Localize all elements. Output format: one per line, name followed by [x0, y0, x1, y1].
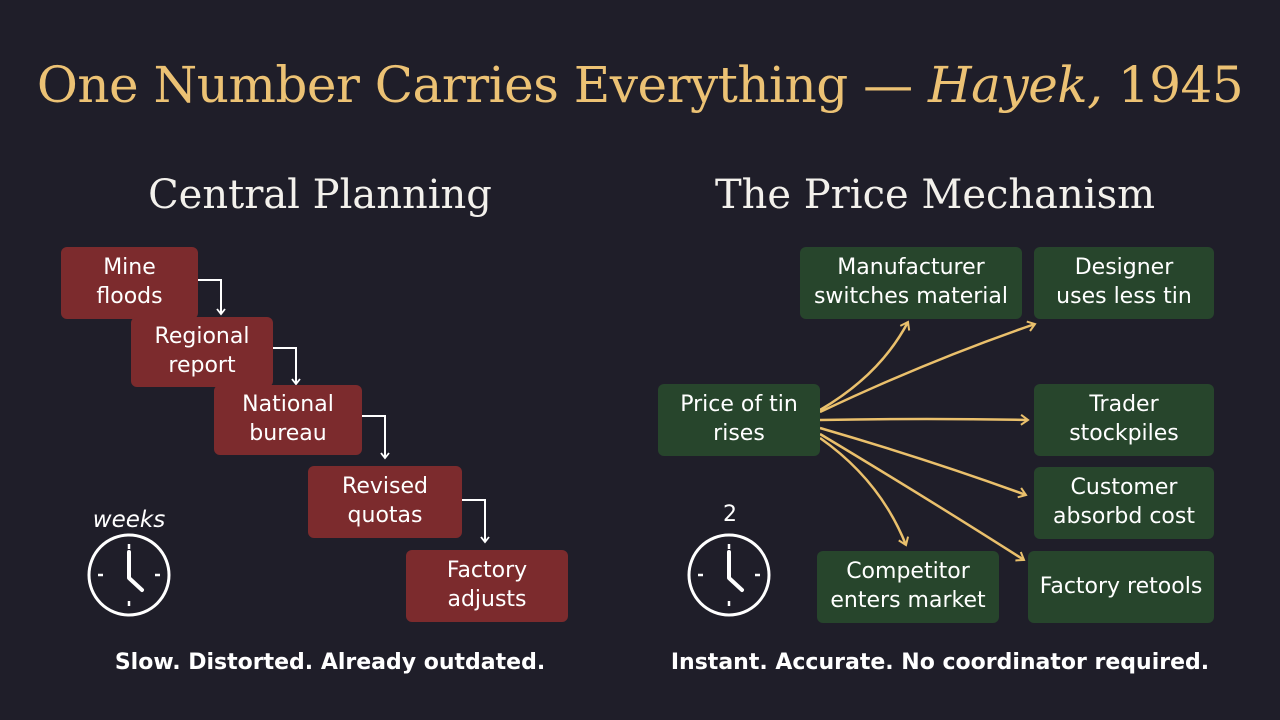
step-national-bureau: National bureau: [214, 385, 362, 455]
price-arrow-manufacturer: [819, 320, 911, 412]
step-mine-floods: Mine floods: [61, 247, 198, 319]
weeks-label: weeks: [92, 507, 166, 533]
price-source-box: Price of tin rises: [658, 384, 820, 456]
price-arrow-factory: [819, 432, 1026, 562]
step-factory-adjusts: Factory adjusts: [406, 550, 568, 622]
step-revised-quotas: Revised quotas: [308, 466, 462, 538]
effect-trader: Trader stockpiles: [1034, 384, 1214, 456]
chain-connector-4: [462, 499, 490, 544]
chain-connector-2: [273, 347, 301, 386]
effect-customer: Customer absorbd cost: [1034, 467, 1214, 539]
price-mechanism-heading: The Price Mechanism: [714, 172, 1156, 218]
central-planning-heading: Central Planning: [148, 172, 492, 218]
price-arrow-trader: [819, 414, 1030, 426]
title-year: 1945: [1102, 56, 1244, 114]
chain-connector-3: [362, 415, 390, 460]
effect-designer: Designer uses less tin: [1034, 247, 1214, 319]
title-author: Hayek,: [928, 56, 1103, 114]
clock-icon-left: [87, 533, 171, 617]
page-title: One Number Carries Everything — Hayek, 1…: [0, 56, 1280, 114]
effect-manufacturer: Manufacturer switches material: [800, 247, 1022, 319]
price-arrow-designer: [819, 320, 1037, 414]
title-main: One Number Carries Everything —: [36, 56, 929, 114]
effect-factory-retools: Factory retools: [1028, 551, 1214, 623]
effect-competitor: Competitor enters market: [817, 551, 999, 623]
clock-right-label: 2: [723, 502, 737, 527]
chain-connector-1: [198, 279, 226, 316]
price-caption: Instant. Accurate. No coordinator requir…: [670, 650, 1210, 675]
price-arrow-competitor: [819, 436, 910, 547]
clock-icon-right: [687, 533, 771, 617]
price-arrow-customer: [819, 426, 1028, 499]
step-regional-report: Regional report: [131, 317, 273, 387]
planning-caption: Slow. Distorted. Already outdated.: [114, 650, 546, 675]
